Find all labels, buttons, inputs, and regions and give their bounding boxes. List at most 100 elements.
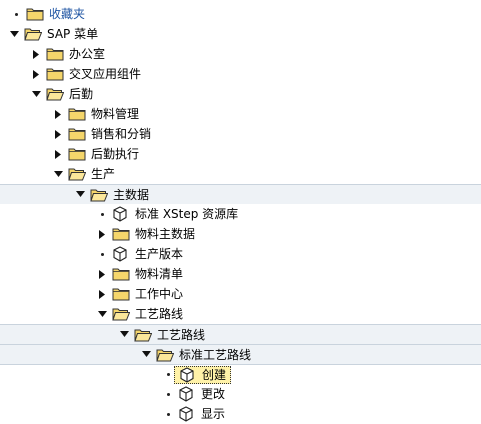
tree-node-label[interactable]: 工作中心: [135, 287, 184, 301]
expand-arrow-right-icon[interactable]: [52, 144, 64, 164]
folder-closed-icon: [112, 226, 130, 242]
tree-node-content[interactable]: 物料管理: [64, 106, 141, 122]
folder-closed-icon: [112, 266, 130, 282]
tree-node-content[interactable]: 标准工艺路线: [152, 347, 253, 363]
folder-open-icon: [112, 306, 130, 322]
tree-node-change[interactable]: 更改: [0, 384, 481, 404]
leaf-bullet: [162, 365, 174, 385]
expand-arrow-right-icon[interactable]: [52, 104, 64, 124]
tree-node-content[interactable]: 后勤执行: [64, 146, 141, 162]
tree-node-label[interactable]: 显示: [201, 407, 226, 421]
expand-arrow-down-icon[interactable]: [96, 304, 108, 324]
tree-node-content[interactable]: 物料主数据: [108, 226, 197, 242]
leaf-bullet: [162, 384, 174, 404]
tree-node-material-master[interactable]: 物料主数据: [0, 224, 481, 244]
tree-node-content[interactable]: 交叉应用组件: [42, 66, 143, 82]
expand-arrow-down-icon[interactable]: [52, 164, 64, 184]
tree-node-label[interactable]: SAP 菜单: [47, 27, 99, 41]
tree-node-master-data[interactable]: 主数据: [0, 184, 481, 204]
tree-node-label[interactable]: 收藏夹: [49, 7, 86, 21]
tree-node-label[interactable]: 销售和分销: [91, 127, 152, 141]
expand-arrow-right-icon[interactable]: [96, 224, 108, 244]
tree-node-content[interactable]: 工艺路线: [130, 327, 207, 343]
folder-open-icon: [156, 347, 174, 363]
expand-arrow-right-icon[interactable]: [96, 264, 108, 284]
tree-node-content[interactable]: 物料清单: [108, 266, 185, 282]
leaf-bullet: [162, 404, 174, 424]
tree-node-logistics-exec[interactable]: 后勤执行: [0, 144, 481, 164]
tree-node-content[interactable]: 生产: [64, 166, 117, 182]
expand-arrow-down-icon[interactable]: [74, 185, 86, 205]
expand-arrow-right-icon[interactable]: [30, 64, 42, 84]
tree-node-xstep-repo[interactable]: 标准 XStep 资源库: [0, 204, 481, 224]
tree-node-content[interactable]: 主数据: [86, 187, 151, 203]
folder-open-icon: [46, 86, 64, 102]
tree-node-content[interactable]: 销售和分销: [64, 126, 153, 142]
tree-node-sap-menu[interactable]: SAP 菜单: [0, 24, 481, 44]
tree-node-content[interactable]: SAP 菜单: [20, 26, 100, 42]
tree-node-label[interactable]: 标准工艺路线: [179, 347, 252, 362]
tree-node-label[interactable]: 物料清单: [135, 267, 184, 281]
tree-node-office[interactable]: 办公室: [0, 44, 481, 64]
tree-node-label[interactable]: 交叉应用组件: [69, 67, 142, 81]
tree-node-routing-sub[interactable]: 工艺路线: [0, 324, 481, 344]
expand-arrow-right-icon[interactable]: [96, 284, 108, 304]
tree-node-sales-dist[interactable]: 销售和分销: [0, 124, 481, 144]
tree-node-content[interactable]: 办公室: [42, 46, 107, 62]
tree-node-label[interactable]: 工艺路线: [135, 307, 184, 321]
transaction-cube-icon: [178, 406, 196, 422]
tree-node-content[interactable]: 标准 XStep 资源库: [108, 206, 240, 222]
transaction-cube-icon: [112, 206, 130, 222]
expand-arrow-down-icon[interactable]: [118, 325, 130, 345]
tree-node-cross-apps[interactable]: 交叉应用组件: [0, 64, 481, 84]
tree-node-label[interactable]: 物料管理: [91, 107, 140, 121]
leaf-bullet: [96, 244, 108, 264]
tree-node-label[interactable]: 工艺路线: [157, 327, 206, 342]
folder-open-icon: [24, 26, 42, 42]
tree-node-routing[interactable]: 工艺路线: [0, 304, 481, 324]
tree-node-display[interactable]: 显示: [0, 404, 481, 424]
folder-open-icon: [90, 187, 108, 203]
folder-closed-icon: [112, 286, 130, 302]
tree-node-label[interactable]: 后勤执行: [91, 147, 140, 161]
tree-node-logistics[interactable]: 后勤: [0, 84, 481, 104]
tree-node-label[interactable]: 物料主数据: [135, 227, 196, 241]
tree-node-label[interactable]: 标准 XStep 资源库: [135, 207, 239, 221]
tree-node-content[interactable]: 工艺路线: [108, 306, 185, 322]
tree-node-label[interactable]: 主数据: [113, 187, 150, 202]
folder-open-icon: [134, 327, 152, 343]
tree-node-content[interactable]: 收藏夹: [22, 6, 87, 22]
tree-node-label[interactable]: 创建: [202, 367, 227, 382]
folder-closed-icon: [46, 46, 64, 62]
tree-node-content[interactable]: 生产版本: [108, 246, 185, 262]
expand-arrow-right-icon[interactable]: [30, 44, 42, 64]
transaction-cube-icon: [178, 386, 196, 402]
folder-closed-icon: [26, 6, 44, 22]
tree-node-content[interactable]: 更改: [174, 386, 227, 402]
leaf-bullet: [10, 4, 22, 24]
tree-node-production[interactable]: 生产: [0, 164, 481, 184]
tree-node-label[interactable]: 后勤: [69, 87, 94, 101]
tree-node-label[interactable]: 办公室: [69, 47, 106, 61]
tree-node-label[interactable]: 更改: [201, 387, 226, 401]
expand-arrow-down-icon[interactable]: [8, 24, 20, 44]
tree-node-materials-mgmt[interactable]: 物料管理: [0, 104, 481, 124]
tree-node-create[interactable]: 创建: [0, 364, 481, 384]
expand-arrow-down-icon[interactable]: [140, 345, 152, 365]
tree-node-label[interactable]: 生产版本: [135, 247, 184, 261]
tree-node-content[interactable]: 显示: [174, 406, 227, 422]
tree-node-std-routing[interactable]: 标准工艺路线: [0, 344, 481, 364]
tree-node-prod-version[interactable]: 生产版本: [0, 244, 481, 264]
tree-node-content[interactable]: 后勤: [42, 86, 95, 102]
tree-node-label[interactable]: 生产: [91, 167, 116, 181]
tree-node-content[interactable]: 工作中心: [108, 286, 185, 302]
tree-node-bom[interactable]: 物料清单: [0, 264, 481, 284]
expand-arrow-down-icon[interactable]: [30, 84, 42, 104]
folder-open-icon: [68, 166, 86, 182]
tree-node-favorites[interactable]: 收藏夹: [0, 4, 481, 24]
tree-node-content[interactable]: 创建: [174, 365, 232, 384]
transaction-cube-icon: [112, 246, 130, 262]
tree-node-work-center[interactable]: 工作中心: [0, 284, 481, 304]
expand-arrow-right-icon[interactable]: [52, 124, 64, 144]
